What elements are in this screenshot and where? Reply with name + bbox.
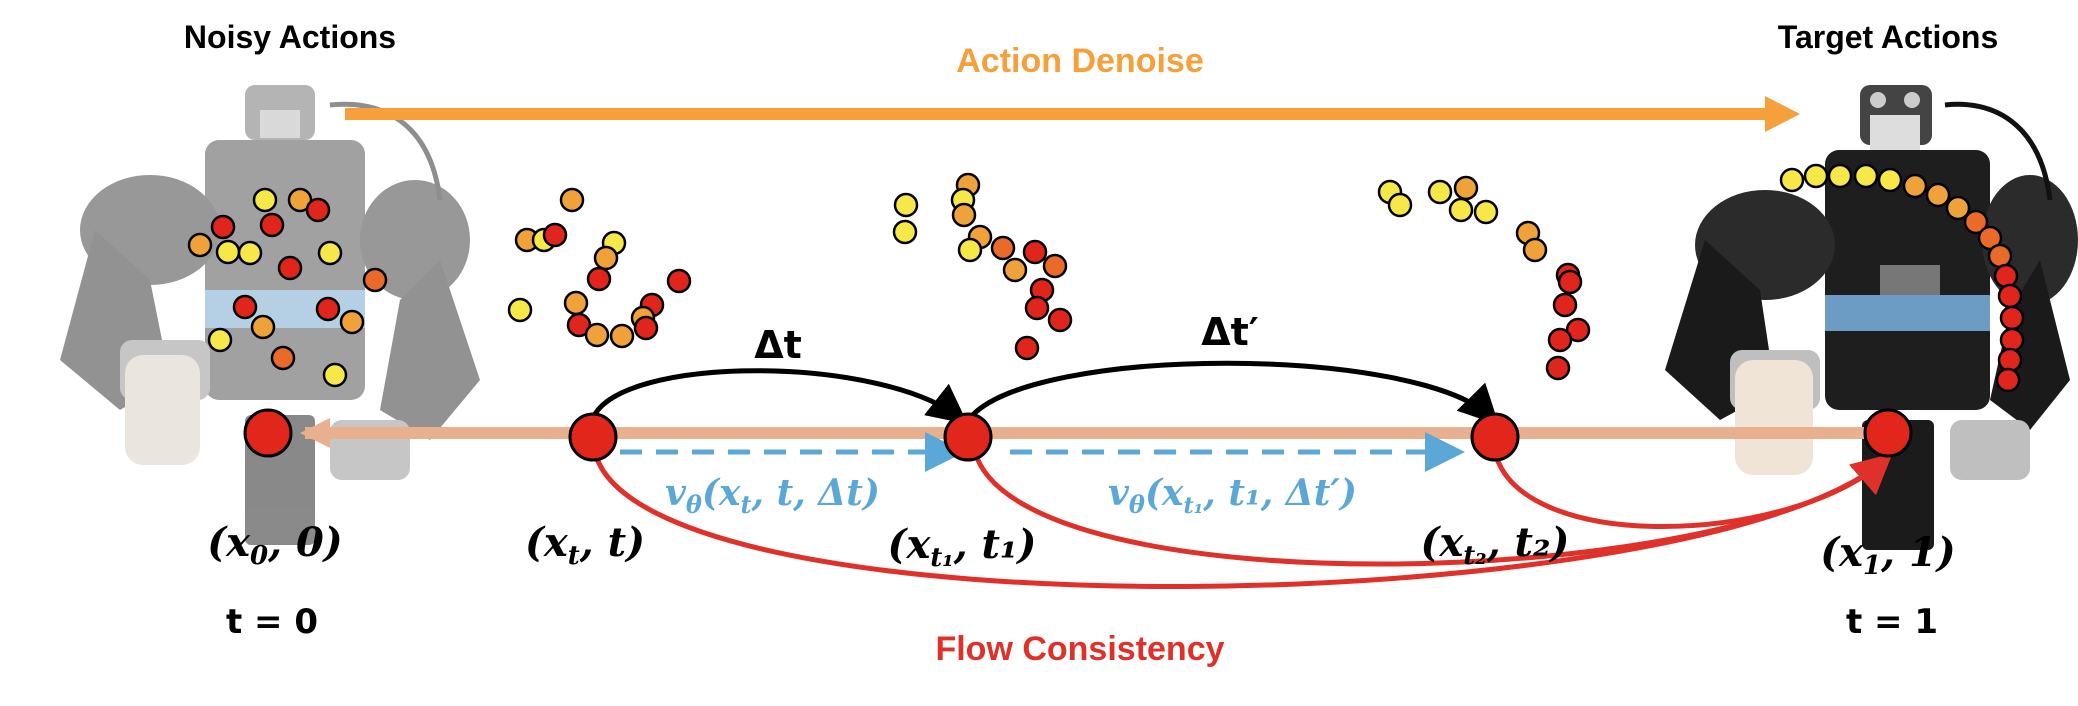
robot-image-left [60,85,480,545]
action-dot [1803,163,1829,189]
action-dot [666,268,692,294]
action-dot [207,327,233,353]
action-dot [593,245,619,271]
action-dot [990,235,1016,261]
action-dot [1473,199,1499,225]
delta-t-arc-1 [590,368,968,425]
action-dot [1547,327,1573,353]
action-dot-clouds [187,163,2025,393]
action-dot [1877,167,1903,193]
node-x1 [1863,408,1913,458]
action-dot [1387,192,1413,218]
action-dot [1997,347,2023,373]
action-dot [1827,163,1853,189]
action-dot [215,239,241,265]
action-dot [1427,179,1453,205]
target-actions-title: Target Actions [1778,19,1998,55]
action-dot [1987,243,2013,269]
action-dot [252,187,278,213]
action-dot [951,202,977,228]
action-dot [362,267,388,293]
node-xt [568,412,618,462]
action-dot [633,315,659,341]
action-dot [277,255,303,281]
action-dot [563,290,589,316]
action-dot [250,314,276,340]
action-dot [1945,195,1971,221]
action-dot [237,240,263,266]
action-dot [1453,175,1479,201]
action-dot [1042,253,1068,279]
action-dot [187,232,213,258]
action-dot [315,296,341,322]
action-dot [1999,327,2025,353]
action-dot [892,219,918,245]
time-axis-arrowhead [300,418,330,448]
action-dot [1993,263,2019,289]
action-dot [1024,295,1050,321]
action-dot [559,187,585,213]
action-dot [609,323,635,349]
node-label-xt2: (xt₂, t₂) [1421,519,1570,571]
action-dot [1902,173,1928,199]
action-dot [584,322,610,348]
action-dot [586,266,612,292]
action-dot [1022,239,1048,265]
action-dot [957,237,983,263]
action-dot [1997,283,2023,309]
action-dot [1995,367,2021,393]
robot-image-right [1665,85,2078,550]
action-dot [1545,355,1571,381]
action-dot [542,222,568,248]
action-denoise-label: Action Denoise [956,42,1203,80]
node-label-xt: (xt, t) [525,519,645,571]
node-label-xt1: (xt₁, t₁) [888,521,1037,573]
time-label-start: t = 0 [226,602,318,642]
action-dot [259,212,285,238]
action-denoise-arrowhead [1765,96,1800,132]
velocity-label-1: vθ(xt, t, Δt) [665,472,880,519]
node-label-x0: (x0, 0) [207,519,342,571]
flow-consistency-label: Flow Consistency [935,630,1224,668]
action-dot [317,240,343,266]
velocity-label-2: vθ(xt₁, t₁, Δt′) [1108,472,1357,519]
action-dot [232,294,258,320]
action-dot [1002,257,1028,283]
action-dot [893,192,919,218]
action-dot [339,309,365,335]
action-dot [1448,197,1474,223]
delta-t-label-2: Δt′ [1201,310,1259,354]
node-x0 [243,408,293,458]
action-dot [507,297,533,323]
delta-t-arc-2 [968,360,1500,426]
delta-t-label-1: Δt [754,323,802,367]
noisy-actions-title: Noisy Actions [184,19,396,55]
action-dot [1047,307,1073,333]
action-dot [322,362,348,388]
action-dot [1779,167,1805,193]
node-xt2 [1470,412,1520,462]
action-dot [1552,292,1578,318]
action-dot [1963,209,1989,235]
action-dot [270,345,296,371]
action-dot [1999,305,2025,331]
consistency-arc-xt2 [1492,451,1893,529]
action-dot [1522,237,1548,263]
action-dot [305,197,331,223]
action-dot [1014,335,1040,361]
action-dot [1557,269,1583,295]
time-label-end: t = 1 [1846,602,1938,642]
action-dot [1853,163,1879,189]
node-label-x1: (x1, 1) [1820,529,1955,581]
node-xt1 [943,412,993,462]
action-dot [1925,182,1951,208]
action-dot [210,214,236,240]
